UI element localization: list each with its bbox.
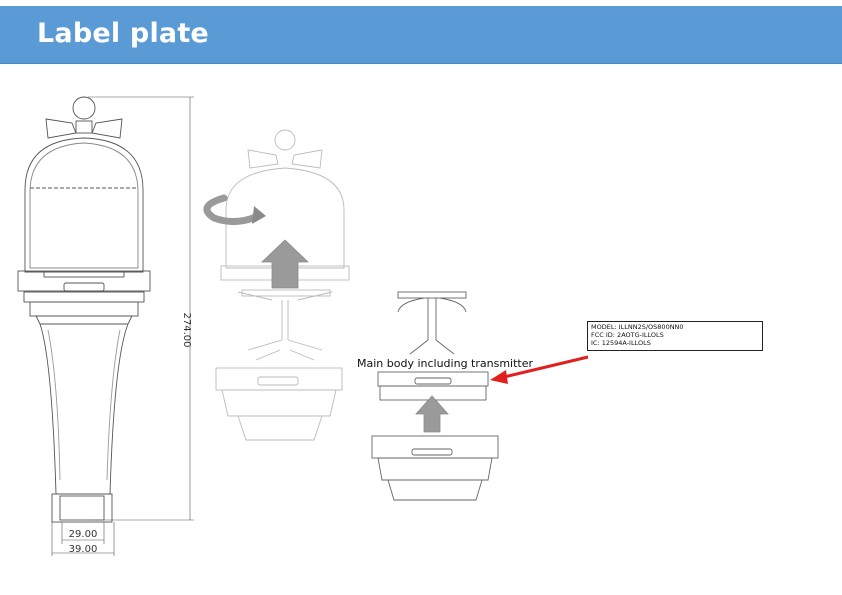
- stem-shape: [39, 323, 129, 495]
- title-banner: Label plate: [0, 6, 842, 64]
- rotate-arrow-icon: [203, 194, 262, 225]
- callout-label: Main body including transmitter: [357, 357, 534, 370]
- up-arrow-icon: [261, 239, 309, 289]
- label-model: MODEL: ILLNN2S/OS800NN0: [591, 323, 684, 331]
- knob-shape: [72, 96, 96, 120]
- dome-shape: [24, 137, 144, 273]
- label-fcc-id: FCC ID: 2AOTG-ILLOLS: [591, 331, 664, 339]
- dimension-outer-width: 39.00: [69, 544, 98, 555]
- label-plate-box: MODEL: ILLNN2S/OS800NN0 FCC ID: 2AOTG-IL…: [587, 321, 763, 351]
- label-ic: IC: 12594A-ILLOLS: [591, 339, 651, 347]
- dimension-inner-width: 29.00: [69, 529, 98, 540]
- main-body-drawing: [371, 291, 499, 501]
- full-assembly-drawing: [17, 96, 194, 556]
- callout-arrow-icon: [499, 355, 589, 380]
- up-arrow-icon: [415, 395, 449, 433]
- dimension-height: 274.00: [181, 313, 192, 348]
- page-title: Label plate: [37, 18, 209, 49]
